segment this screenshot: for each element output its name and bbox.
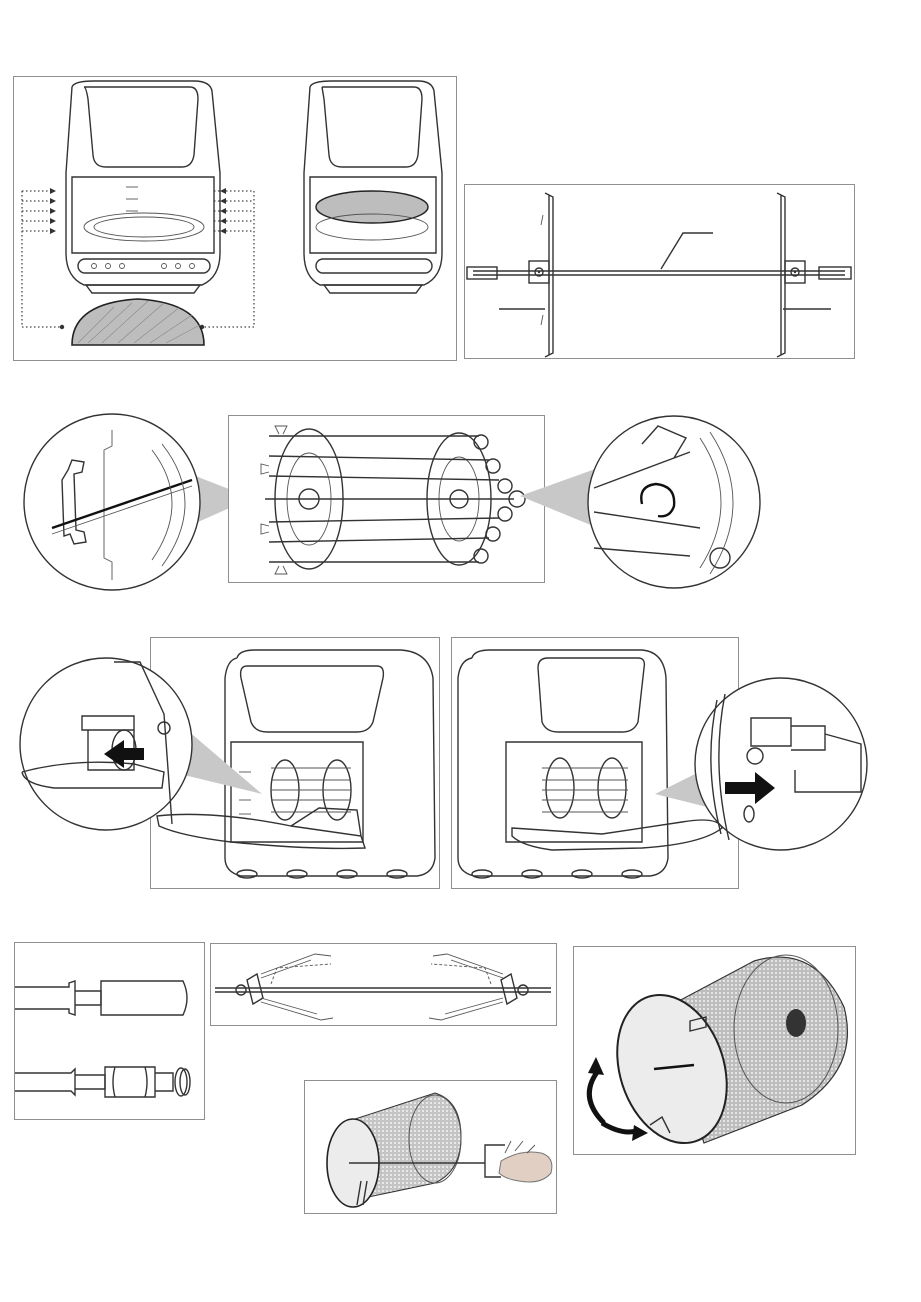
spit-insert-right-detail — [655, 674, 869, 854]
rotisserie-spit-panel — [464, 184, 855, 359]
spit-end-icon — [15, 943, 204, 1119]
rotating-basket-lid-panel — [573, 946, 856, 1155]
rotating-basket-icon — [574, 947, 855, 1154]
air-fryer-tray-panel — [13, 76, 457, 361]
skewer-rack-panel — [228, 415, 545, 583]
spit-forks-icon — [211, 944, 556, 1025]
spit-forks-panel — [210, 943, 557, 1026]
rotisserie-spit-icon — [465, 185, 854, 358]
spit-insert-left-detail — [14, 654, 264, 834]
skewer-rack-icon — [229, 416, 544, 582]
rotating-basket-icon — [305, 1081, 556, 1213]
rack-insert-right-detail — [510, 408, 762, 594]
rotating-basket-removal-panel — [304, 1080, 557, 1214]
air-fryer-illustration-icon — [14, 77, 456, 360]
rack-insert-left-detail — [12, 410, 262, 592]
spit-ends-panel — [14, 942, 205, 1120]
